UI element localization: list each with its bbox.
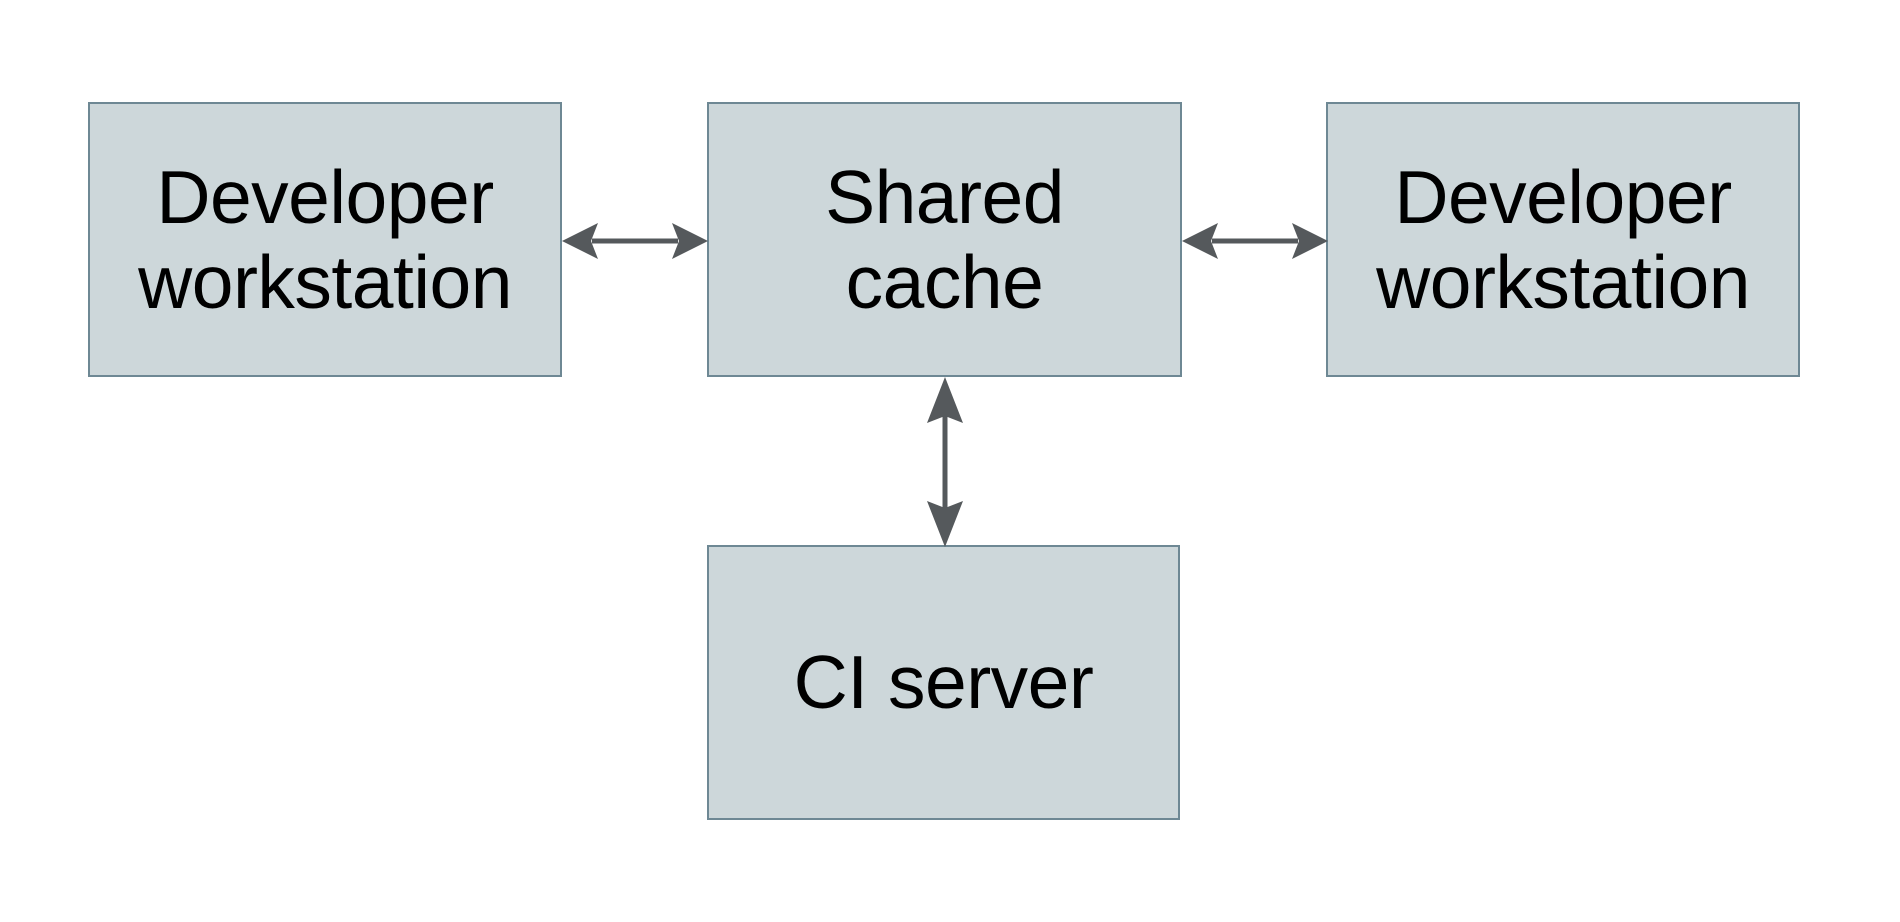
- edge-shared-cache-to-right-workstation: [1182, 214, 1328, 268]
- node-label: Shared cache: [825, 154, 1064, 324]
- node-developer-workstation-left[interactable]: Developer workstation: [88, 102, 562, 377]
- node-developer-workstation-right[interactable]: Developer workstation: [1326, 102, 1800, 377]
- node-label: Developer workstation: [1376, 154, 1750, 324]
- edge-left-workstation-to-shared-cache: [562, 214, 708, 268]
- node-label: CI server: [793, 640, 1094, 725]
- node-shared-cache[interactable]: Shared cache: [707, 102, 1182, 377]
- double-headed-arrow-icon: [927, 377, 963, 547]
- node-ci-server[interactable]: CI server: [707, 545, 1180, 820]
- double-headed-arrow-icon: [562, 223, 708, 259]
- edge-shared-cache-to-ci-server: [918, 377, 972, 547]
- node-label: Developer workstation: [138, 154, 512, 324]
- double-headed-arrow-icon: [1182, 223, 1328, 259]
